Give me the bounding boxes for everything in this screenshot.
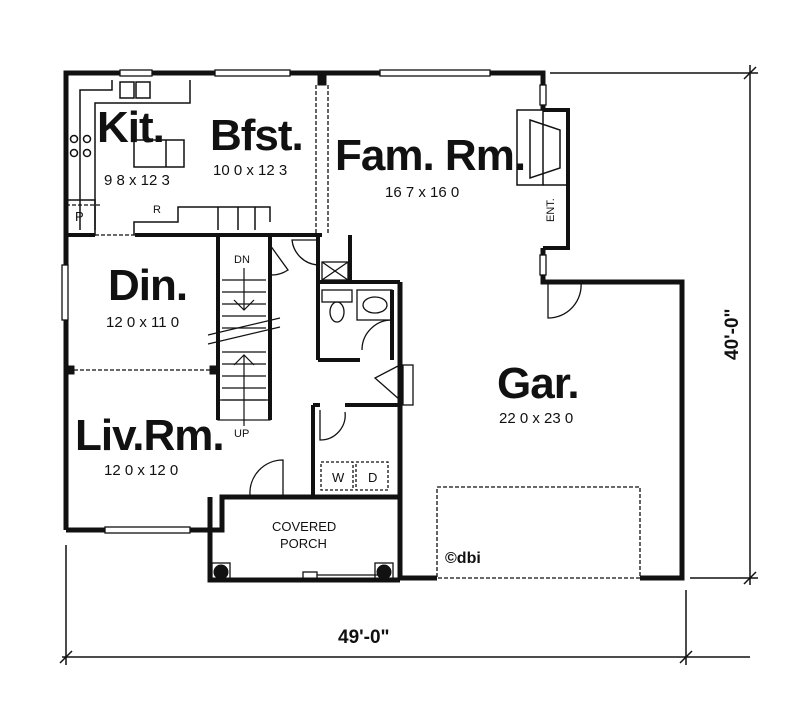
family-room-label: Fam. Rm. — [335, 131, 526, 180]
porch-columns — [213, 564, 392, 580]
garage-label: Gar. — [497, 359, 580, 408]
stair-down-label: DN — [234, 254, 250, 266]
porch-label-line2: PORCH — [280, 536, 327, 551]
breakfast-label: Bfst. — [210, 111, 304, 160]
kitchen-label: Kit. — [97, 103, 165, 152]
refrigerator-label: R — [153, 204, 161, 216]
porch-label-line1: COVERED — [272, 519, 337, 534]
width-dimension: 49'-0" — [338, 627, 390, 648]
washer-label: W — [332, 470, 345, 485]
garage-size: 22 0 x 23 0 — [499, 410, 574, 427]
kitchen-size: 9 8 x 12 3 — [104, 172, 170, 189]
dining-size: 12 0 x 11 0 — [106, 314, 180, 331]
stair-up-label: UP — [234, 428, 250, 440]
copyright-mark: ©dbi — [445, 550, 481, 567]
dining-label: Din. — [108, 261, 188, 310]
entertainment-label: ENT. — [545, 198, 557, 222]
pantry-label: P — [75, 209, 84, 224]
dryer-label: D — [368, 470, 378, 485]
dimension-lines — [59, 65, 758, 665]
living-room-label: Liv.Rm. — [75, 411, 225, 460]
living-room-size: 12 0 x 12 0 — [104, 462, 179, 479]
depth-dimension: 40'-0" — [722, 308, 743, 360]
breakfast-size: 10 0 x 12 3 — [213, 162, 288, 179]
interior-walls — [66, 233, 400, 497]
family-room-size: 16 7 x 16 0 — [385, 184, 460, 201]
